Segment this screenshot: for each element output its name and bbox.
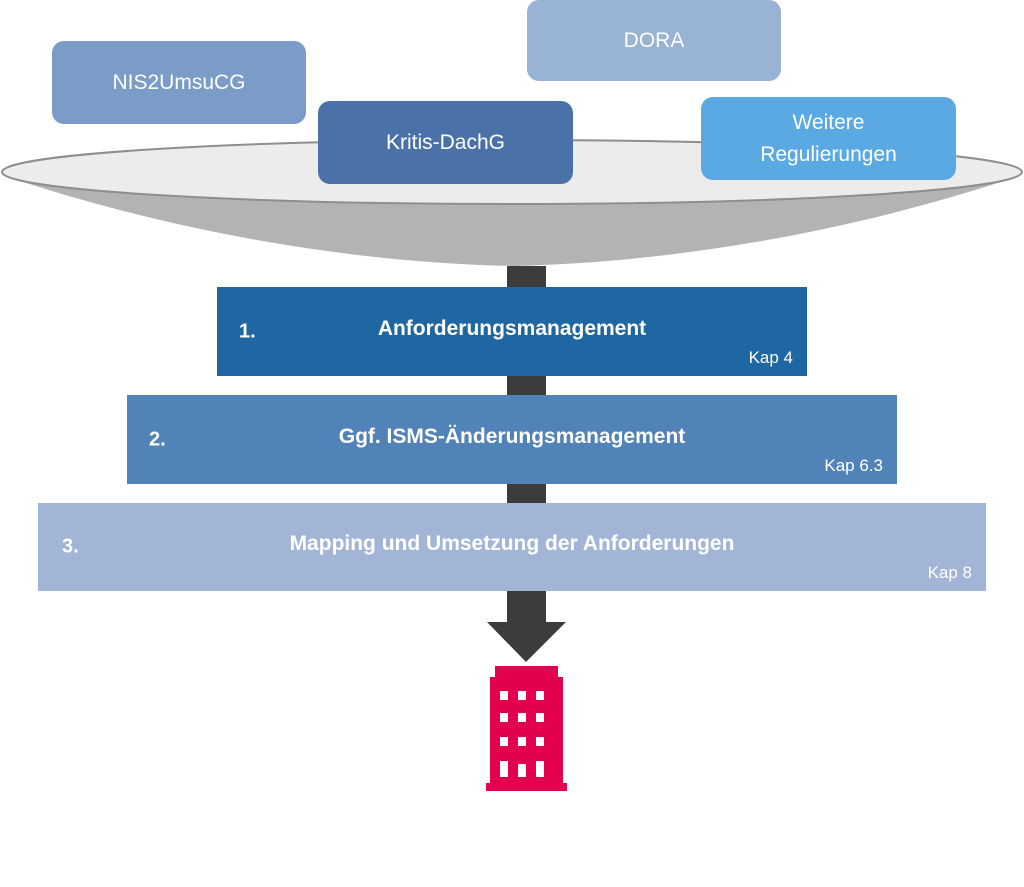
step-isms-aenderungsmanagement: 2. Ggf. ISMS-Änderungsmanagement Kap 6.3 xyxy=(127,395,897,484)
step-number: 3. xyxy=(62,535,79,558)
regulation-nis2: NIS2UmsuCG xyxy=(52,41,306,124)
regulation-kritis-label: Kritis-DachG xyxy=(385,130,506,154)
step-title: Anforderungsmanagement xyxy=(377,316,647,340)
regulation-dora: DORA xyxy=(527,0,781,81)
arrow-down-icon xyxy=(487,622,566,662)
step-chapter: Kap 4 xyxy=(748,348,793,367)
regulation-weitere-line1: Weitere xyxy=(792,110,865,134)
regulation-dora-label: DORA xyxy=(623,28,685,52)
building-icon xyxy=(486,666,567,791)
step-chapter: Kap 6.3 xyxy=(824,456,883,475)
step-number: 2. xyxy=(149,428,166,450)
regulation-weitere: Weitere Regulierungen xyxy=(701,97,956,180)
regulation-kritis: Kritis-DachG xyxy=(318,101,573,184)
regulation-nis2-label: NIS2UmsuCG xyxy=(112,70,246,94)
step-chapter: Kap 8 xyxy=(927,563,972,582)
step-title: Mapping und Umsetzung der Anforderungen xyxy=(289,532,735,556)
step-number: 1. xyxy=(239,320,256,342)
step-title: Ggf. ISMS-Änderungsmanagement xyxy=(338,424,686,448)
step-mapping-umsetzung: 3. Mapping und Umsetzung der Anforderung… xyxy=(38,503,986,591)
regulation-weitere-line2: Regulierungen xyxy=(760,142,897,166)
step-anforderungsmanagement: 1. Anforderungsmanagement Kap 4 xyxy=(217,287,807,376)
